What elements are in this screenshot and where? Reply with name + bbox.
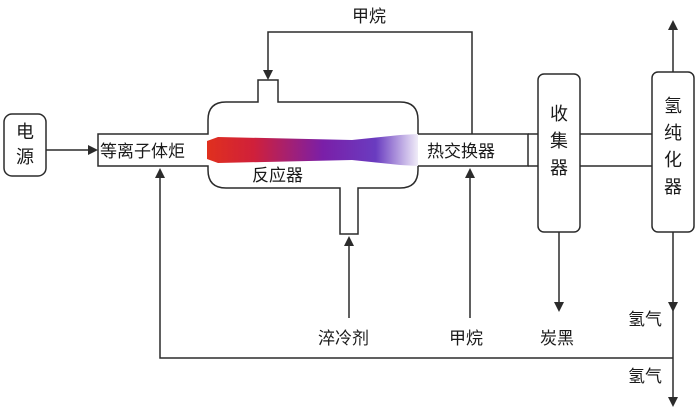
- purifier-char-2: 纯: [664, 123, 682, 144]
- purifier-char-4: 器: [664, 177, 682, 198]
- methane-top-label: 甲烷: [352, 7, 386, 27]
- purifier-char-3: 化: [664, 150, 682, 171]
- collector-char-1: 收: [550, 104, 568, 125]
- collector-box: 收 集 器: [537, 73, 581, 233]
- hydrogen-bottom-label: 氢气: [628, 367, 662, 387]
- power-source-box: 电 源: [3, 113, 47, 177]
- purifier-char-1: 氢: [664, 96, 682, 117]
- power-label-1: 电: [16, 122, 34, 143]
- plasma-flame: [207, 134, 418, 166]
- carbon-black-label: 炭黑: [540, 329, 574, 349]
- power-label-2: 源: [16, 147, 34, 168]
- collector-char-2: 集: [550, 131, 568, 152]
- quench-label: 淬冷剂: [318, 329, 369, 349]
- collector-char-3: 器: [550, 158, 568, 179]
- methane-recycle-line: [263, 31, 473, 134]
- hydrogen-recycle-line: [155, 168, 673, 359]
- methane-bottom-label: 甲烷: [449, 329, 483, 349]
- reactor-label: 反应器: [252, 166, 303, 186]
- hydrogen-mid-label: 氢气: [628, 310, 662, 330]
- hydrogen-purifier-box: 氢 纯 化 器: [651, 71, 695, 233]
- torch-label: 等离子体炬: [100, 142, 185, 162]
- heat-exchanger-label: 热交换器: [427, 142, 495, 162]
